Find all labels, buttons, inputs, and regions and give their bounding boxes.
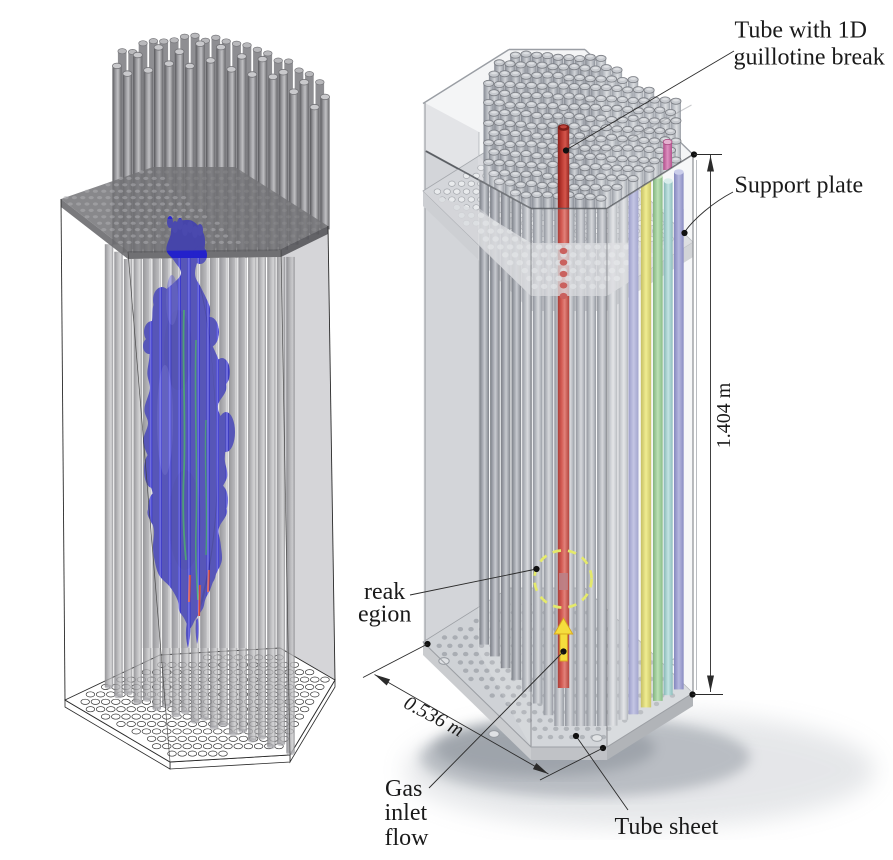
svg-text:Tube sheet: Tube sheet — [615, 814, 719, 840]
svg-text:1.404 m: 1.404 m — [713, 382, 735, 448]
svg-text:flow: flow — [385, 825, 430, 851]
svg-text:egion: egion — [358, 602, 411, 628]
svg-text:guillotine break: guillotine break — [734, 45, 885, 71]
svg-text:Tube with 1D: Tube with 1D — [735, 18, 867, 44]
svg-text:Support plate: Support plate — [735, 173, 864, 199]
svg-text:inlet: inlet — [385, 800, 428, 826]
svg-text:Gas: Gas — [385, 776, 422, 802]
svg-text:reak: reak — [364, 579, 405, 605]
